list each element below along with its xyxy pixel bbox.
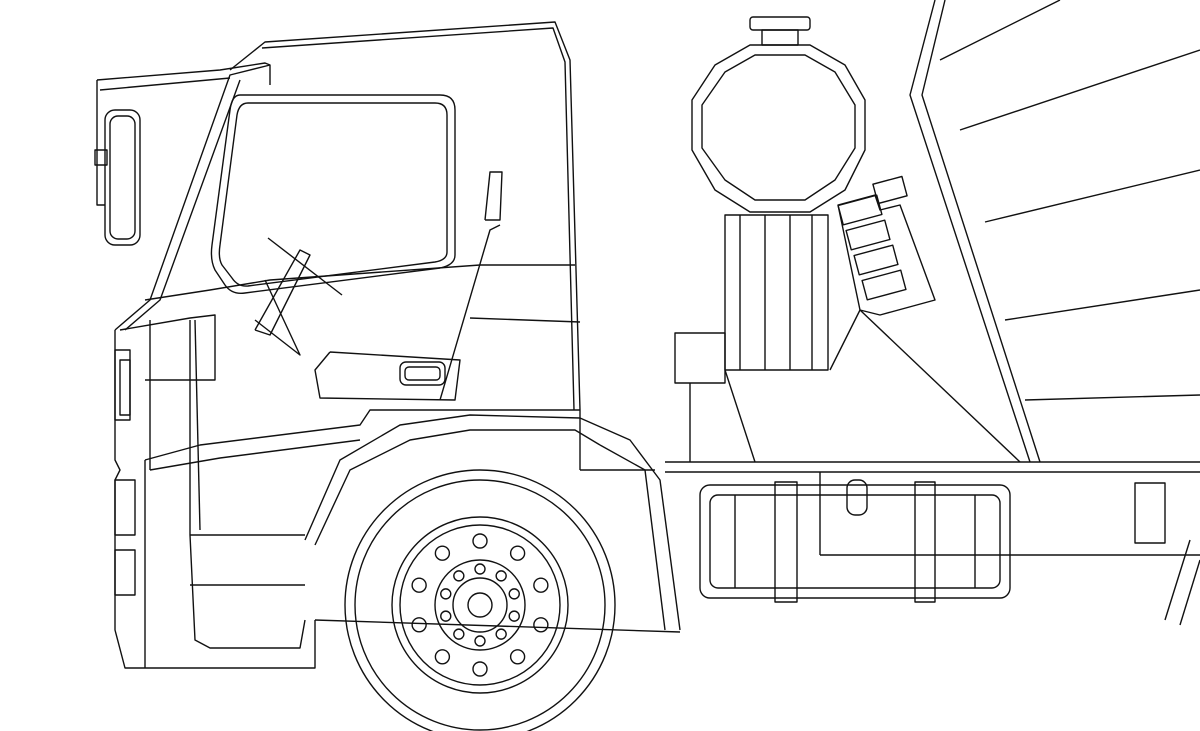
- lug-nut: [474, 563, 486, 575]
- lug-nut: [509, 649, 526, 665]
- lug-nut: [434, 649, 451, 665]
- lug-nut: [411, 577, 427, 593]
- mixer-drum: [829, 0, 1200, 463]
- lug-nut: [508, 588, 520, 600]
- wheel: [344, 469, 616, 731]
- lug-nut: [472, 661, 488, 677]
- lug-nut: [509, 545, 526, 561]
- lug-nut: [533, 617, 549, 633]
- lug-nut: [440, 610, 452, 622]
- wheel-arch: [304, 414, 681, 633]
- lug-nut: [440, 588, 452, 600]
- fuel-tank: [699, 479, 1011, 603]
- lug-nut: [453, 570, 465, 582]
- lug-nut: [472, 533, 488, 549]
- lug-nut: [495, 570, 507, 582]
- cab: [114, 21, 581, 531]
- water-tank: [674, 16, 866, 463]
- lug-nut: [533, 577, 549, 593]
- lug-nut: [434, 545, 451, 561]
- mirror: [94, 62, 271, 246]
- lug-nut: [453, 628, 465, 640]
- lug-nut: [495, 628, 507, 640]
- lug-nut: [474, 635, 486, 647]
- chassis: [665, 461, 1200, 626]
- door-window: [210, 94, 456, 295]
- lug-nut: [508, 610, 520, 622]
- lug-nut: [411, 617, 427, 633]
- bumper: [114, 320, 316, 669]
- wiper: [254, 237, 343, 356]
